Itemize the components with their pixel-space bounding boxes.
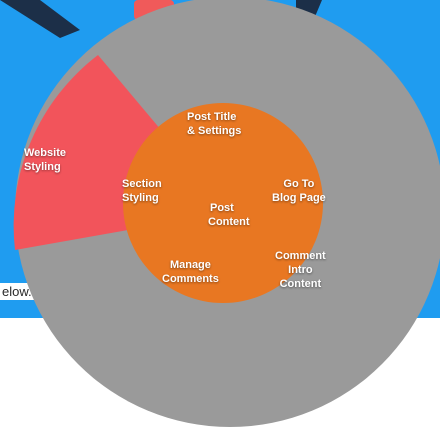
menu-item-go-to-blog-page[interactable]: Go To Blog Page — [272, 177, 326, 205]
menu-item-post-title-settings[interactable]: Post Title & Settings — [187, 110, 241, 138]
menu-item-label: Styling — [122, 192, 159, 204]
menu-item-label: Section — [122, 178, 162, 190]
menu-item-website-styling[interactable]: Website Styling — [24, 146, 66, 174]
menu-item-label: Post — [210, 202, 234, 214]
menu-item-label: Intro — [288, 264, 313, 276]
page-text-fragment: elow. — [0, 283, 34, 300]
menu-item-section-styling[interactable]: Section Styling — [122, 177, 162, 205]
background-stroke-left — [0, 0, 80, 38]
menu-item-label: Website — [24, 147, 66, 159]
menu-item-label: Manage — [169, 259, 211, 271]
menu-item-label: Styling — [24, 161, 61, 173]
menu-item-comment-intro-content[interactable]: Comment Intro Content — [275, 249, 326, 291]
inner-disk[interactable] — [123, 103, 323, 303]
menu-item-label: Comment — [275, 250, 326, 262]
menu-item-label: Go To — [283, 178, 315, 190]
menu-item-manage-comments[interactable]: Manage Comments — [162, 258, 219, 286]
menu-item-label: Content — [279, 278, 322, 290]
menu-item-post-content[interactable]: Post Content — [208, 201, 250, 229]
menu-item-label: Blog Page — [272, 192, 326, 204]
menu-item-label: & Settings — [187, 125, 242, 137]
menu-item-label: Post Title — [187, 111, 237, 123]
menu-item-label: Content — [208, 216, 250, 228]
menu-item-label: Comments — [162, 273, 219, 285]
